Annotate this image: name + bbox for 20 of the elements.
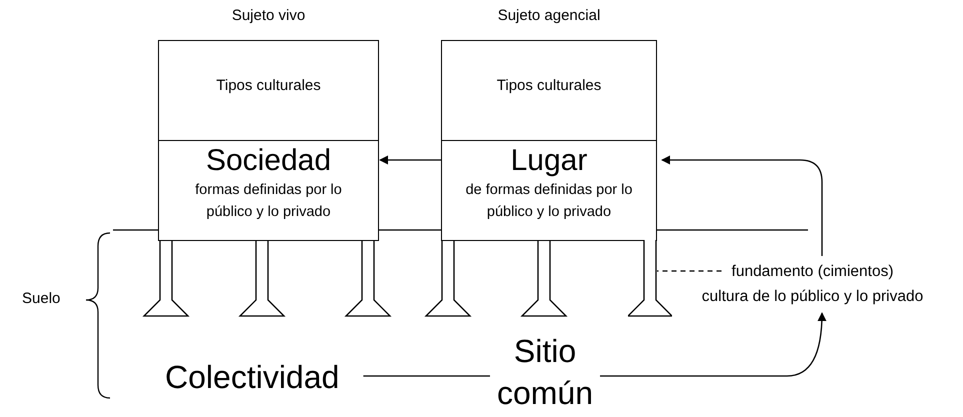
- concept-text: Sitio común: [496, 332, 594, 413]
- box-title: Lugar: [510, 143, 588, 179]
- concept-text: Colectividad: [165, 358, 340, 397]
- box-text: Tipos culturales: [496, 77, 602, 94]
- box-title: Sociedad: [204, 143, 332, 179]
- ground-label: Suelo: [22, 290, 60, 307]
- arrow: [600, 312, 826, 377]
- column-heading: Sujeto vivo: [230, 7, 306, 24]
- box-text: Tipos culturales: [215, 77, 322, 94]
- foundation-note: cultura de lo público y lo privado: [700, 287, 924, 307]
- column-heading: Sujeto agencial: [496, 7, 602, 24]
- foundation-note: fundamento (cimientos): [732, 262, 894, 282]
- lower-box: [158, 140, 379, 241]
- box-text: formas definidas por lo público y lo privado: [194, 181, 343, 222]
- arrow: [661, 156, 823, 256]
- box-text: de formas definidas por lo público y lo privado: [464, 181, 634, 222]
- arrow: [379, 156, 441, 164]
- leader-line: [657, 270, 722, 272]
- connector-line: [363, 375, 490, 377]
- lower-box: [441, 140, 657, 241]
